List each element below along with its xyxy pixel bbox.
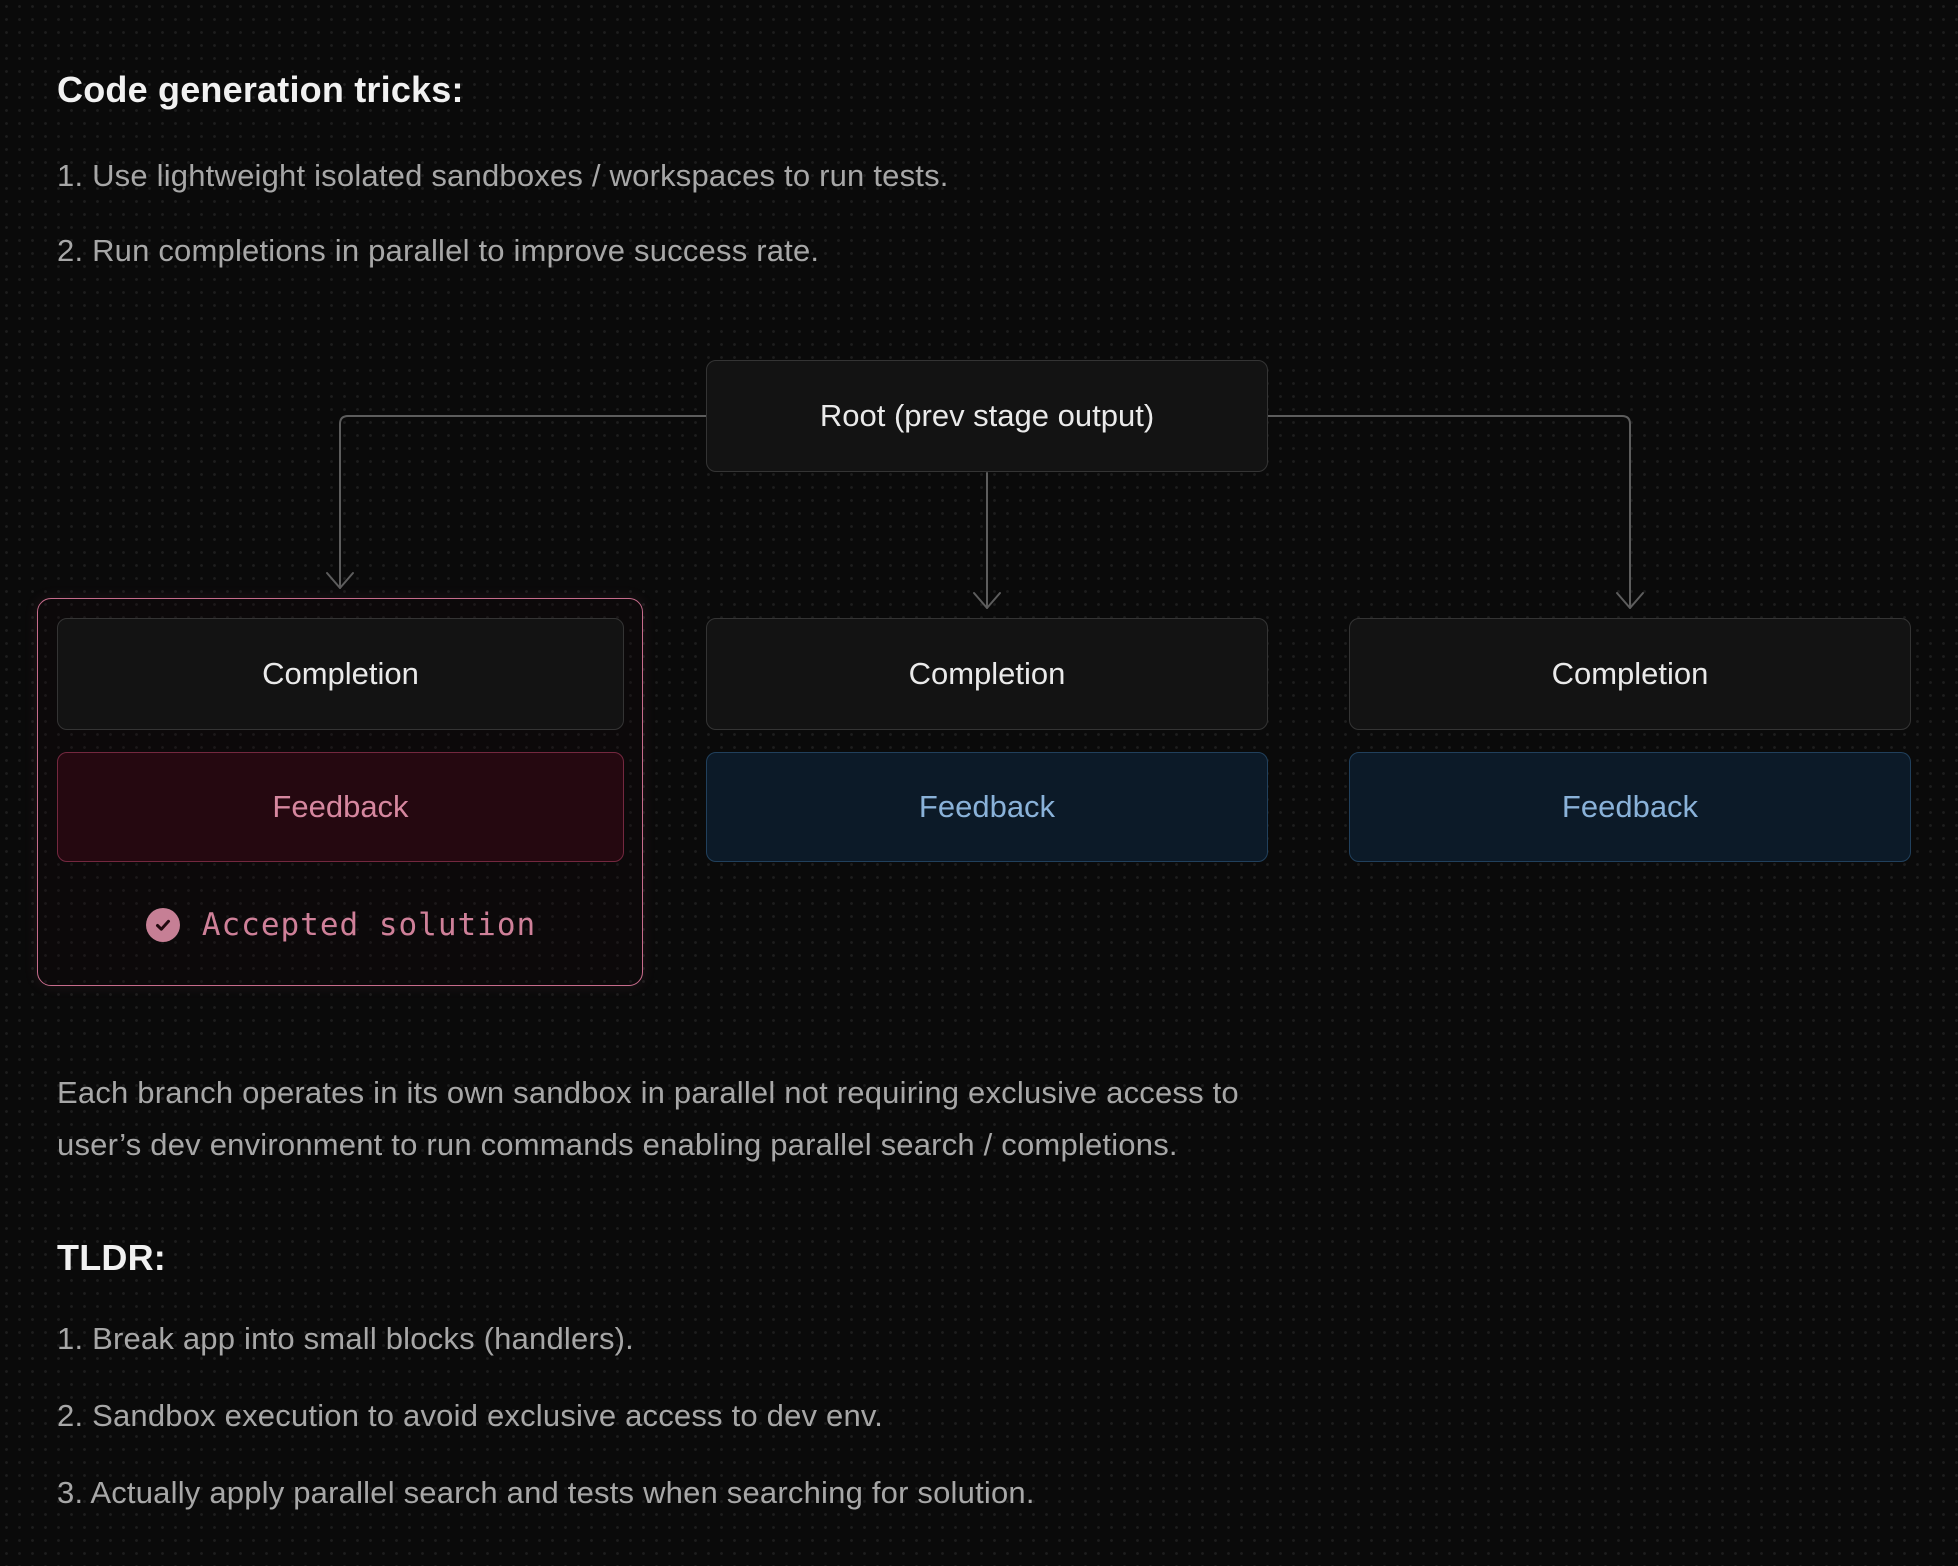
arrow-root-to-left [339, 415, 707, 589]
accepted-status-row: Accepted solution [38, 907, 644, 943]
sandbox-note: Each branch operates in its own sandbox … [57, 1067, 1239, 1171]
check-circle-icon [145, 908, 180, 942]
arrow-root-to-right [1267, 415, 1631, 609]
trick-item-2: 2. Run completions in parallel to improv… [57, 233, 820, 268]
feedback-node-right: Feedback [1349, 752, 1911, 862]
tldr-item-2: 2. Sandbox execution to avoid exclusive … [57, 1398, 884, 1433]
arrowhead-middle [973, 592, 1001, 609]
accepted-status-label: Accepted solution [201, 907, 537, 943]
completion-node-left: Completion [57, 618, 624, 730]
tldr-heading: TLDR: [57, 1237, 166, 1278]
completion-label-middle: Completion [908, 656, 1066, 691]
arrowhead-left [326, 572, 354, 589]
completion-node-middle: Completion [706, 618, 1268, 730]
sandbox-note-line-1: Each branch operates in its own sandbox … [57, 1075, 1239, 1110]
branch-accepted-frame: Completion Feedback Accepted solution [37, 598, 643, 986]
root-node: Root (prev stage output) [706, 360, 1268, 472]
arrowhead-right [1616, 592, 1644, 609]
feedback-node-left: Feedback [57, 752, 624, 862]
feedback-label-middle: Feedback [918, 789, 1056, 824]
completion-node-right: Completion [1349, 618, 1911, 730]
feedback-label-right: Feedback [1561, 789, 1699, 824]
tldr-item-3: 3. Actually apply parallel search and te… [57, 1475, 1035, 1510]
trick-item-1: 1. Use lightweight isolated sandboxes / … [57, 158, 949, 193]
completion-label-left: Completion [262, 656, 419, 691]
feedback-node-middle: Feedback [706, 752, 1268, 862]
root-node-label: Root (prev stage output) [819, 398, 1155, 433]
sandbox-note-line-2: user’s dev environment to run commands e… [57, 1127, 1178, 1162]
page-title: Code generation tricks: [57, 69, 464, 110]
feedback-label-left: Feedback [272, 789, 409, 824]
completion-label-right: Completion [1551, 656, 1709, 691]
tldr-item-1: 1. Break app into small blocks (handlers… [57, 1321, 634, 1356]
